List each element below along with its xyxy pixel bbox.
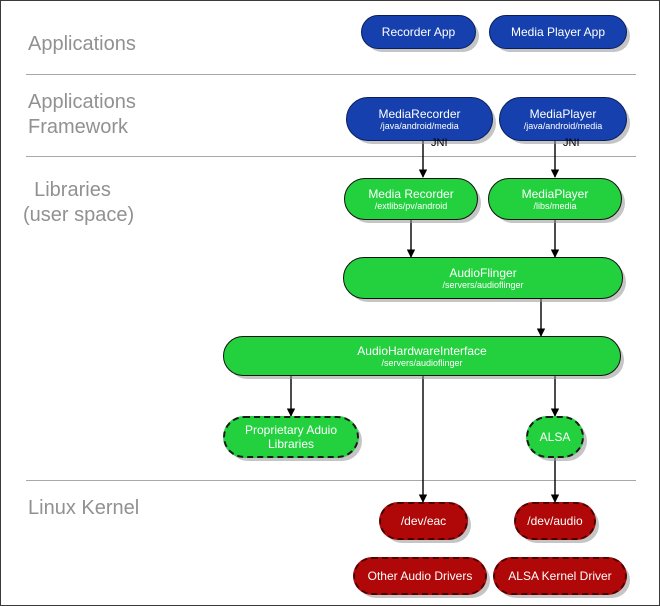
divider-applications <box>26 74 636 75</box>
layer-label-applications-framework: Applications Framework <box>28 91 136 138</box>
node-mediaplayer-lib-title: MediaPlayer <box>521 186 589 201</box>
node-mediaplayer-lib[interactable]: MediaPlayer /libs/media <box>488 178 622 220</box>
connector-label-jni-player: JNI <box>563 137 580 149</box>
divider-applications-framework <box>26 156 636 157</box>
node-other-audio-drivers-title: Other Audio Drivers <box>367 569 473 583</box>
node-dev-audio[interactable]: /dev/audio <box>514 502 596 540</box>
node-mediaplayer-lib-path: /libs/media <box>533 200 577 211</box>
node-alsa-kernel-driver[interactable]: ALSA Kernel Driver <box>493 557 627 595</box>
divider-linux-kernel <box>26 480 636 481</box>
node-audiohardwareinterface[interactable]: AudioHardwareInterface /servers/audiofli… <box>223 336 621 376</box>
node-proprietary-audio-libraries-title: Proprietary Aduio <box>244 423 338 437</box>
node-other-audio-drivers[interactable]: Other Audio Drivers <box>353 557 487 595</box>
node-mediaplayer-framework-path: /java/android/media <box>523 120 603 131</box>
node-recorder-app[interactable]: Recorder App <box>361 15 476 49</box>
node-audiohardwareinterface-title: AudioHardwareInterface <box>357 343 487 358</box>
node-audiohardwareinterface-path: /servers/audioflinger <box>381 357 463 368</box>
node-dev-eac[interactable]: /dev/eac <box>379 502 468 540</box>
node-proprietary-audio-libraries-subtitle: Libraries <box>267 437 315 451</box>
node-dev-eac-title: /dev/eac <box>400 514 447 528</box>
node-mediarecorder-framework-title: MediaRecorder <box>378 106 461 121</box>
layer-label-libraries: Libraries (user space) <box>23 179 135 226</box>
node-mediaplayer-framework-title: MediaPlayer <box>529 106 597 121</box>
node-media-player-app-title: Media Player App <box>510 25 606 39</box>
layer-label-linux-kernel: Linux Kernel <box>28 497 140 519</box>
node-mediarecorder-framework[interactable]: MediaRecorder /java/android/media <box>346 97 493 141</box>
node-audioflinger-title: AudioFlinger <box>449 265 517 280</box>
node-media-player-app[interactable]: Media Player App <box>489 15 627 49</box>
layer-label-applications: Applications <box>28 33 136 55</box>
node-media-recorder-lib[interactable]: Media Recorder /extlibs/pv/android <box>344 178 478 220</box>
node-media-recorder-lib-title: Media Recorder <box>368 186 454 201</box>
node-mediarecorder-framework-path: /java/android/media <box>380 120 459 131</box>
node-alsa-title: ALSA <box>539 430 571 444</box>
node-alsa[interactable]: ALSA <box>526 416 584 458</box>
node-proprietary-audio-libraries[interactable]: Proprietary Aduio Libraries <box>223 416 359 458</box>
node-alsa-kernel-driver-title: ALSA Kernel Driver <box>508 569 612 583</box>
node-audioflinger-path: /servers/audioflinger <box>442 279 524 290</box>
node-recorder-app-title: Recorder App <box>381 25 456 39</box>
node-media-recorder-lib-path: /extlibs/pv/android <box>374 200 448 211</box>
node-audioflinger[interactable]: AudioFlinger /servers/audioflinger <box>343 257 623 299</box>
connector-label-jni-recorder: JNI <box>431 137 448 149</box>
node-dev-audio-title: /dev/audio <box>527 514 583 528</box>
node-mediaplayer-framework[interactable]: MediaPlayer /java/android/media <box>499 97 627 141</box>
